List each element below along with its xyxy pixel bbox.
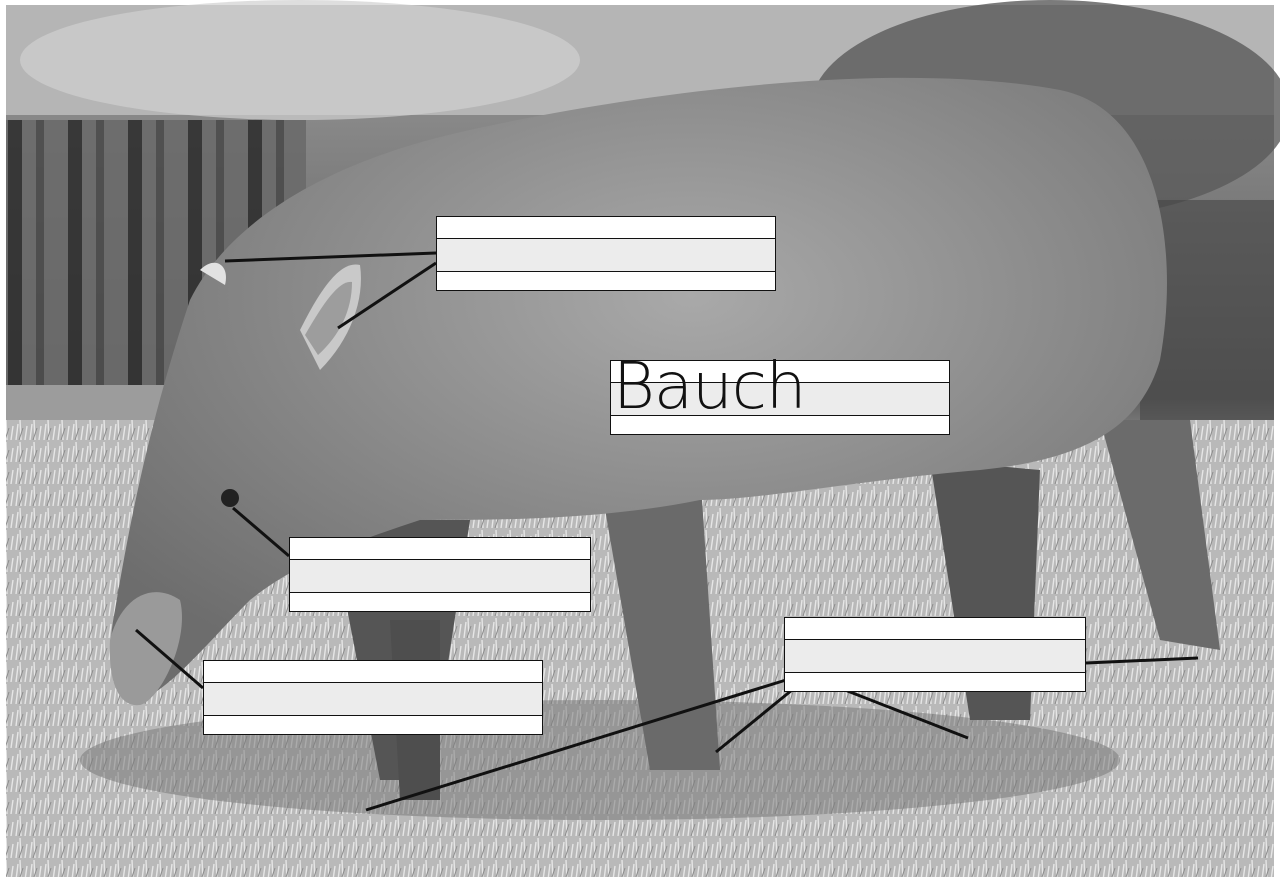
writing-band bbox=[437, 238, 775, 272]
connector-eye bbox=[232, 506, 290, 558]
writing-band bbox=[611, 382, 949, 416]
label-box-eye[interactable] bbox=[289, 537, 591, 612]
writing-band bbox=[290, 559, 590, 593]
connector-hoof-front-left bbox=[365, 678, 787, 812]
connector-ear-left bbox=[224, 251, 437, 263]
connector-hoof-rear bbox=[1085, 656, 1199, 665]
connector-hoof-front-right bbox=[715, 688, 793, 754]
label-box-ears[interactable] bbox=[436, 216, 776, 291]
connector-snout bbox=[135, 628, 204, 690]
writing-band bbox=[204, 682, 542, 716]
connector-hoof-back bbox=[844, 688, 969, 740]
label-box-hooves[interactable] bbox=[784, 617, 1086, 692]
label-box-belly[interactable]: Bauch bbox=[610, 355, 950, 435]
label-text-belly: Bauch bbox=[613, 350, 806, 424]
writing-band bbox=[785, 639, 1085, 673]
connector-ear-right bbox=[337, 261, 437, 330]
label-box-snout[interactable] bbox=[203, 660, 543, 735]
